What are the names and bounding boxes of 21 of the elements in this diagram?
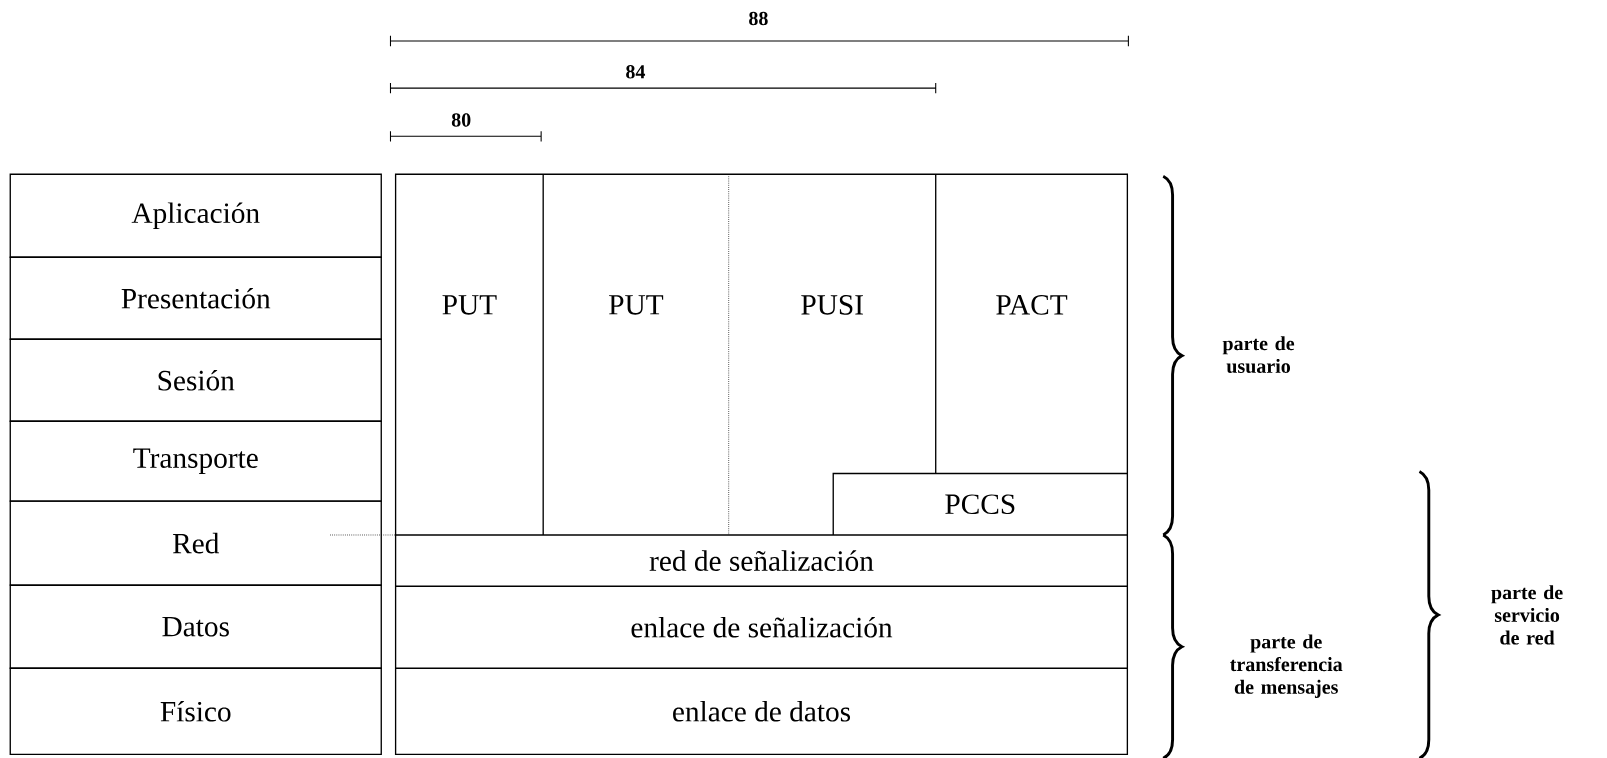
layer-box: Físico <box>9 667 382 755</box>
brace-label: parte de usuario <box>1222 336 1295 373</box>
layer-box: Red <box>9 500 382 586</box>
dimension-label: 80 <box>451 113 471 127</box>
dimension-label: 88 <box>749 11 768 26</box>
protocol-cell: PCCS <box>945 494 1015 515</box>
protocol-cell: PUT <box>442 295 497 315</box>
protocol-cell: red de señalización <box>649 550 874 571</box>
protocol-cell: PUSI <box>801 295 863 315</box>
dimension-label: 84 <box>626 65 646 79</box>
layer-box: Presentación <box>9 256 382 340</box>
layer-box: Aplicación <box>9 173 382 258</box>
brace-label: parte de servicio de red <box>1491 585 1563 645</box>
layer-box: Sesión <box>9 338 382 422</box>
protocol-cell: PACT <box>996 295 1068 315</box>
layer-box: Datos <box>9 584 382 669</box>
protocol-cell: enlace de datos <box>673 700 851 722</box>
layer-box: Transporte <box>9 420 382 502</box>
protocol-cell: enlace de señalización <box>631 616 893 638</box>
protocol-cell: PUT <box>609 295 664 315</box>
brace-label: parte de transferencia de mensajes <box>1230 634 1343 698</box>
